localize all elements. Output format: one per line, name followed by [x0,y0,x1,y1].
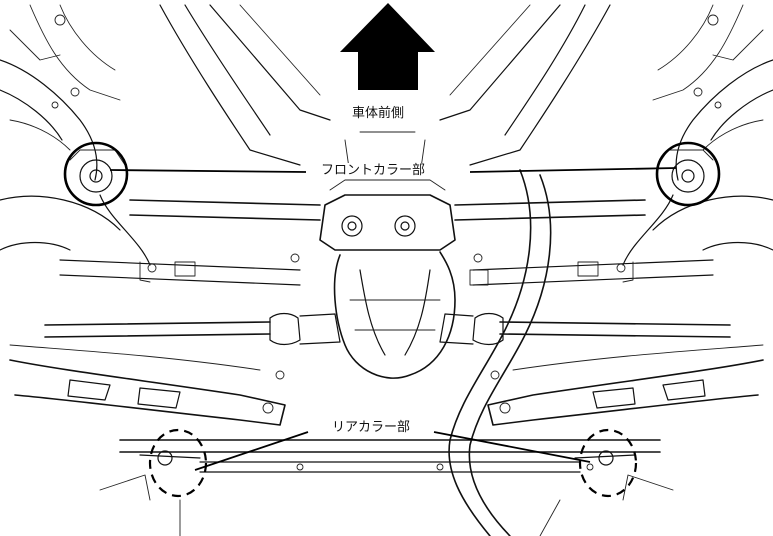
front-collar-leader-left [109,169,307,173]
front-collar-right-ring [655,141,721,207]
rear-collar-left-ring [148,428,208,498]
chassis-line-art [0,4,773,536]
front-collar-leader-right [469,167,677,173]
rear-collar-leader-left [194,431,309,471]
rear-collar-leader-right [433,431,591,463]
rear-collar-right-ring [578,428,638,498]
rear-collar-label: リアカラー部 [329,420,414,436]
front-collar-left-ring [63,141,129,207]
up-arrow-icon [340,3,435,90]
front-collar-label: フロントカラー部 [318,163,429,179]
front-direction-label: 車体前側 [349,106,408,122]
